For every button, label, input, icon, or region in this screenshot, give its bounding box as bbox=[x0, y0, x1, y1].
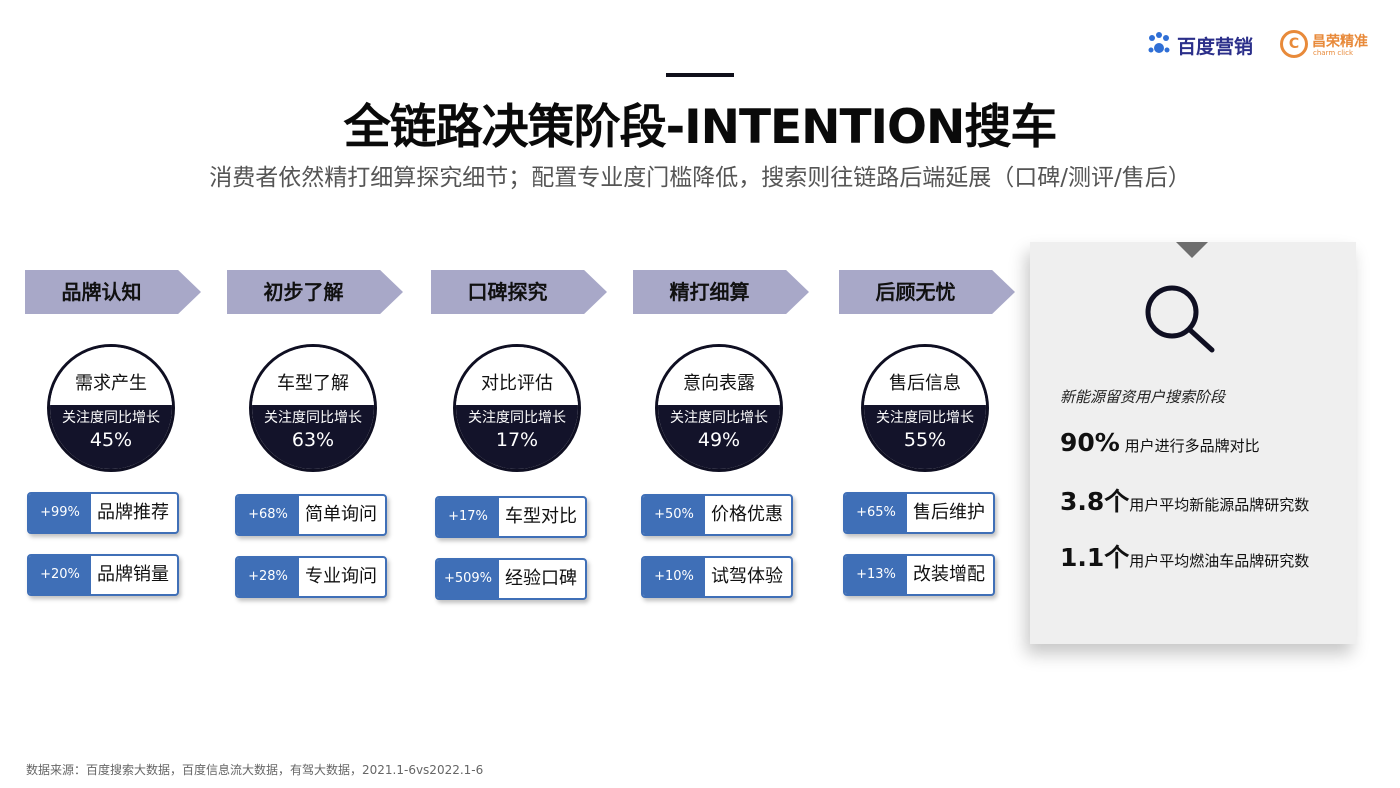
stage-circle: 对比评估 关注度同比增长 17% bbox=[453, 344, 581, 472]
keyword-pill: +65% 售后维护 bbox=[843, 492, 995, 534]
stage-circle: 售后信息 关注度同比增长 55% bbox=[861, 344, 989, 472]
circle-label: 意向表露 bbox=[683, 373, 755, 394]
stage-circle: 意向表露 关注度同比增长 49% bbox=[655, 344, 783, 472]
circle-label: 对比评估 bbox=[481, 373, 553, 394]
pill-badge: +68% bbox=[237, 496, 299, 534]
stat-text: 用户平均燃油车品牌研究数 bbox=[1129, 552, 1310, 570]
c-logo-icon: C bbox=[1280, 30, 1308, 58]
stat-text: 用户平均新能源品牌研究数 bbox=[1129, 496, 1310, 514]
circle-pct: 17% bbox=[495, 429, 539, 451]
pill-text: 车型对比 bbox=[505, 506, 577, 527]
circle-pct: 55% bbox=[903, 429, 947, 451]
partner-logo-en: charm click bbox=[1313, 49, 1354, 57]
stat-text: 用户进行多品牌对比 bbox=[1124, 437, 1260, 455]
stat-value: 90% bbox=[1060, 428, 1120, 457]
circle-label: 车型了解 bbox=[277, 373, 349, 394]
stage-arrow: 口碑探究 bbox=[431, 270, 607, 314]
pill-text: 品牌推荐 bbox=[97, 502, 169, 523]
pill-badge: +509% bbox=[437, 560, 499, 598]
pill-text: 品牌销量 bbox=[97, 564, 169, 585]
circle-pct: 49% bbox=[697, 429, 741, 451]
keyword-pill: +68% 简单询问 bbox=[235, 494, 387, 536]
stage-arrow: 品牌认知 bbox=[25, 270, 201, 314]
pill-text: 售后维护 bbox=[913, 502, 985, 523]
stage-circle: 车型了解 关注度同比增长 63% bbox=[249, 344, 377, 472]
pill-badge: +10% bbox=[643, 558, 705, 596]
keyword-pill: +13% 改装增配 bbox=[843, 554, 995, 596]
keyword-pill: +509% 经验口碑 bbox=[435, 558, 587, 600]
pill-badge: +13% bbox=[845, 556, 907, 594]
pill-text: 简单询问 bbox=[305, 504, 377, 525]
stage-arrow: 后顾无忧 bbox=[839, 270, 1015, 314]
page-subtitle: 消费者依然精打细算探究细节；配置专业度门槛降低，搜索则往链路后端延展（口碑/测评… bbox=[209, 165, 1191, 191]
circle-label: 需求产生 bbox=[75, 373, 147, 394]
title-rule bbox=[666, 73, 734, 77]
keyword-pill: +17% 车型对比 bbox=[435, 496, 587, 538]
panel-heading: 新能源留资用户搜索阶段 bbox=[1060, 388, 1226, 406]
circle-pct: 45% bbox=[89, 429, 133, 451]
keyword-pill: +99% 品牌推荐 bbox=[27, 492, 179, 534]
circle-label: 售后信息 bbox=[889, 373, 961, 394]
keyword-pill: +28% 专业询问 bbox=[235, 556, 387, 598]
insight-panel bbox=[1030, 242, 1356, 644]
data-source-footnote: 数据来源：百度搜索大数据，百度信息流大数据，有驾大数据，2021.1-6vs20… bbox=[26, 763, 484, 777]
pill-text: 专业询问 bbox=[305, 566, 377, 587]
stat-value: 3.8个 bbox=[1060, 487, 1130, 516]
pill-badge: +28% bbox=[237, 558, 299, 596]
pill-text: 经验口碑 bbox=[505, 568, 577, 589]
pill-badge: +20% bbox=[29, 556, 91, 594]
search-icon bbox=[1145, 285, 1215, 353]
stage-circle: 需求产生 关注度同比增长 45% bbox=[47, 344, 175, 472]
pill-badge: +17% bbox=[437, 498, 499, 536]
panel-pointer bbox=[1176, 242, 1208, 258]
circle-pct: 63% bbox=[291, 429, 335, 451]
panel-stat: 3.8个用户平均新能源品牌研究数 bbox=[1060, 482, 1309, 518]
partner-logo-text: 昌荣精准 bbox=[1312, 34, 1368, 50]
page-title: 全链路决策阶段-INTENTION搜车 bbox=[343, 100, 1058, 155]
circle-sub: 关注度同比增长 bbox=[62, 410, 160, 426]
baidu-logo-text: 百度营销 bbox=[1177, 36, 1254, 58]
panel-stat: 1.1个用户平均燃油车品牌研究数 bbox=[1060, 538, 1309, 574]
circle-sub: 关注度同比增长 bbox=[468, 410, 566, 426]
pill-badge: +50% bbox=[643, 496, 705, 534]
baidu-marketing-logo: 百度营销 bbox=[1145, 30, 1255, 60]
circle-sub: 关注度同比增长 bbox=[876, 410, 974, 426]
keyword-pill: +10% 试驾体验 bbox=[641, 556, 793, 598]
pill-badge: +99% bbox=[29, 494, 91, 532]
charm-click-logo: C 昌荣精准 charm click bbox=[1280, 30, 1390, 60]
pill-badge: +65% bbox=[845, 494, 907, 532]
keyword-pill: +50% 价格优惠 bbox=[641, 494, 793, 536]
circle-sub: 关注度同比增长 bbox=[670, 410, 768, 426]
stage-arrow: 初步了解 bbox=[227, 270, 403, 314]
pill-text: 价格优惠 bbox=[711, 504, 783, 525]
paw-icon bbox=[1148, 32, 1170, 53]
stage-arrow: 精打细算 bbox=[633, 270, 809, 314]
pill-text: 改装增配 bbox=[913, 564, 985, 585]
pill-text: 试驾体验 bbox=[711, 566, 783, 587]
panel-stat: 90% 用户进行多品牌对比 bbox=[1060, 428, 1260, 457]
stat-value: 1.1个 bbox=[1060, 543, 1130, 572]
circle-sub: 关注度同比增长 bbox=[264, 410, 362, 426]
keyword-pill: +20% 品牌销量 bbox=[27, 554, 179, 596]
